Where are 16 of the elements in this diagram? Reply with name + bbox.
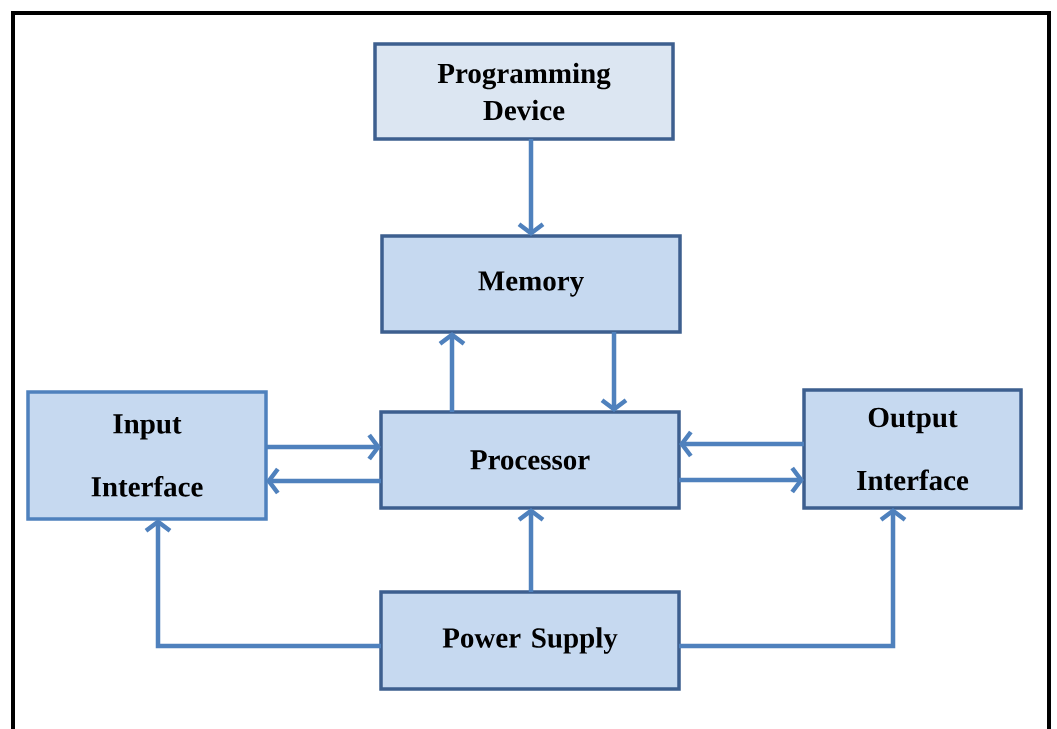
- arrow: [266, 433, 381, 461]
- arrow: [517, 508, 545, 592]
- process-box: Power Supply: [379, 590, 681, 691]
- arrow: [438, 332, 466, 412]
- arrow: [266, 467, 381, 495]
- arrow: [600, 332, 628, 412]
- arrow: [679, 508, 907, 649]
- arrow: [679, 430, 804, 458]
- process-box: Processor: [379, 410, 681, 510]
- arrow: [144, 519, 381, 649]
- process-box: Programming Device: [373, 42, 675, 141]
- process-box: Input Interface: [26, 390, 268, 521]
- arrow: [679, 466, 804, 494]
- process-box: Memory: [380, 234, 682, 334]
- process-box: Output Interface: [802, 388, 1023, 510]
- arrow: [517, 139, 545, 236]
